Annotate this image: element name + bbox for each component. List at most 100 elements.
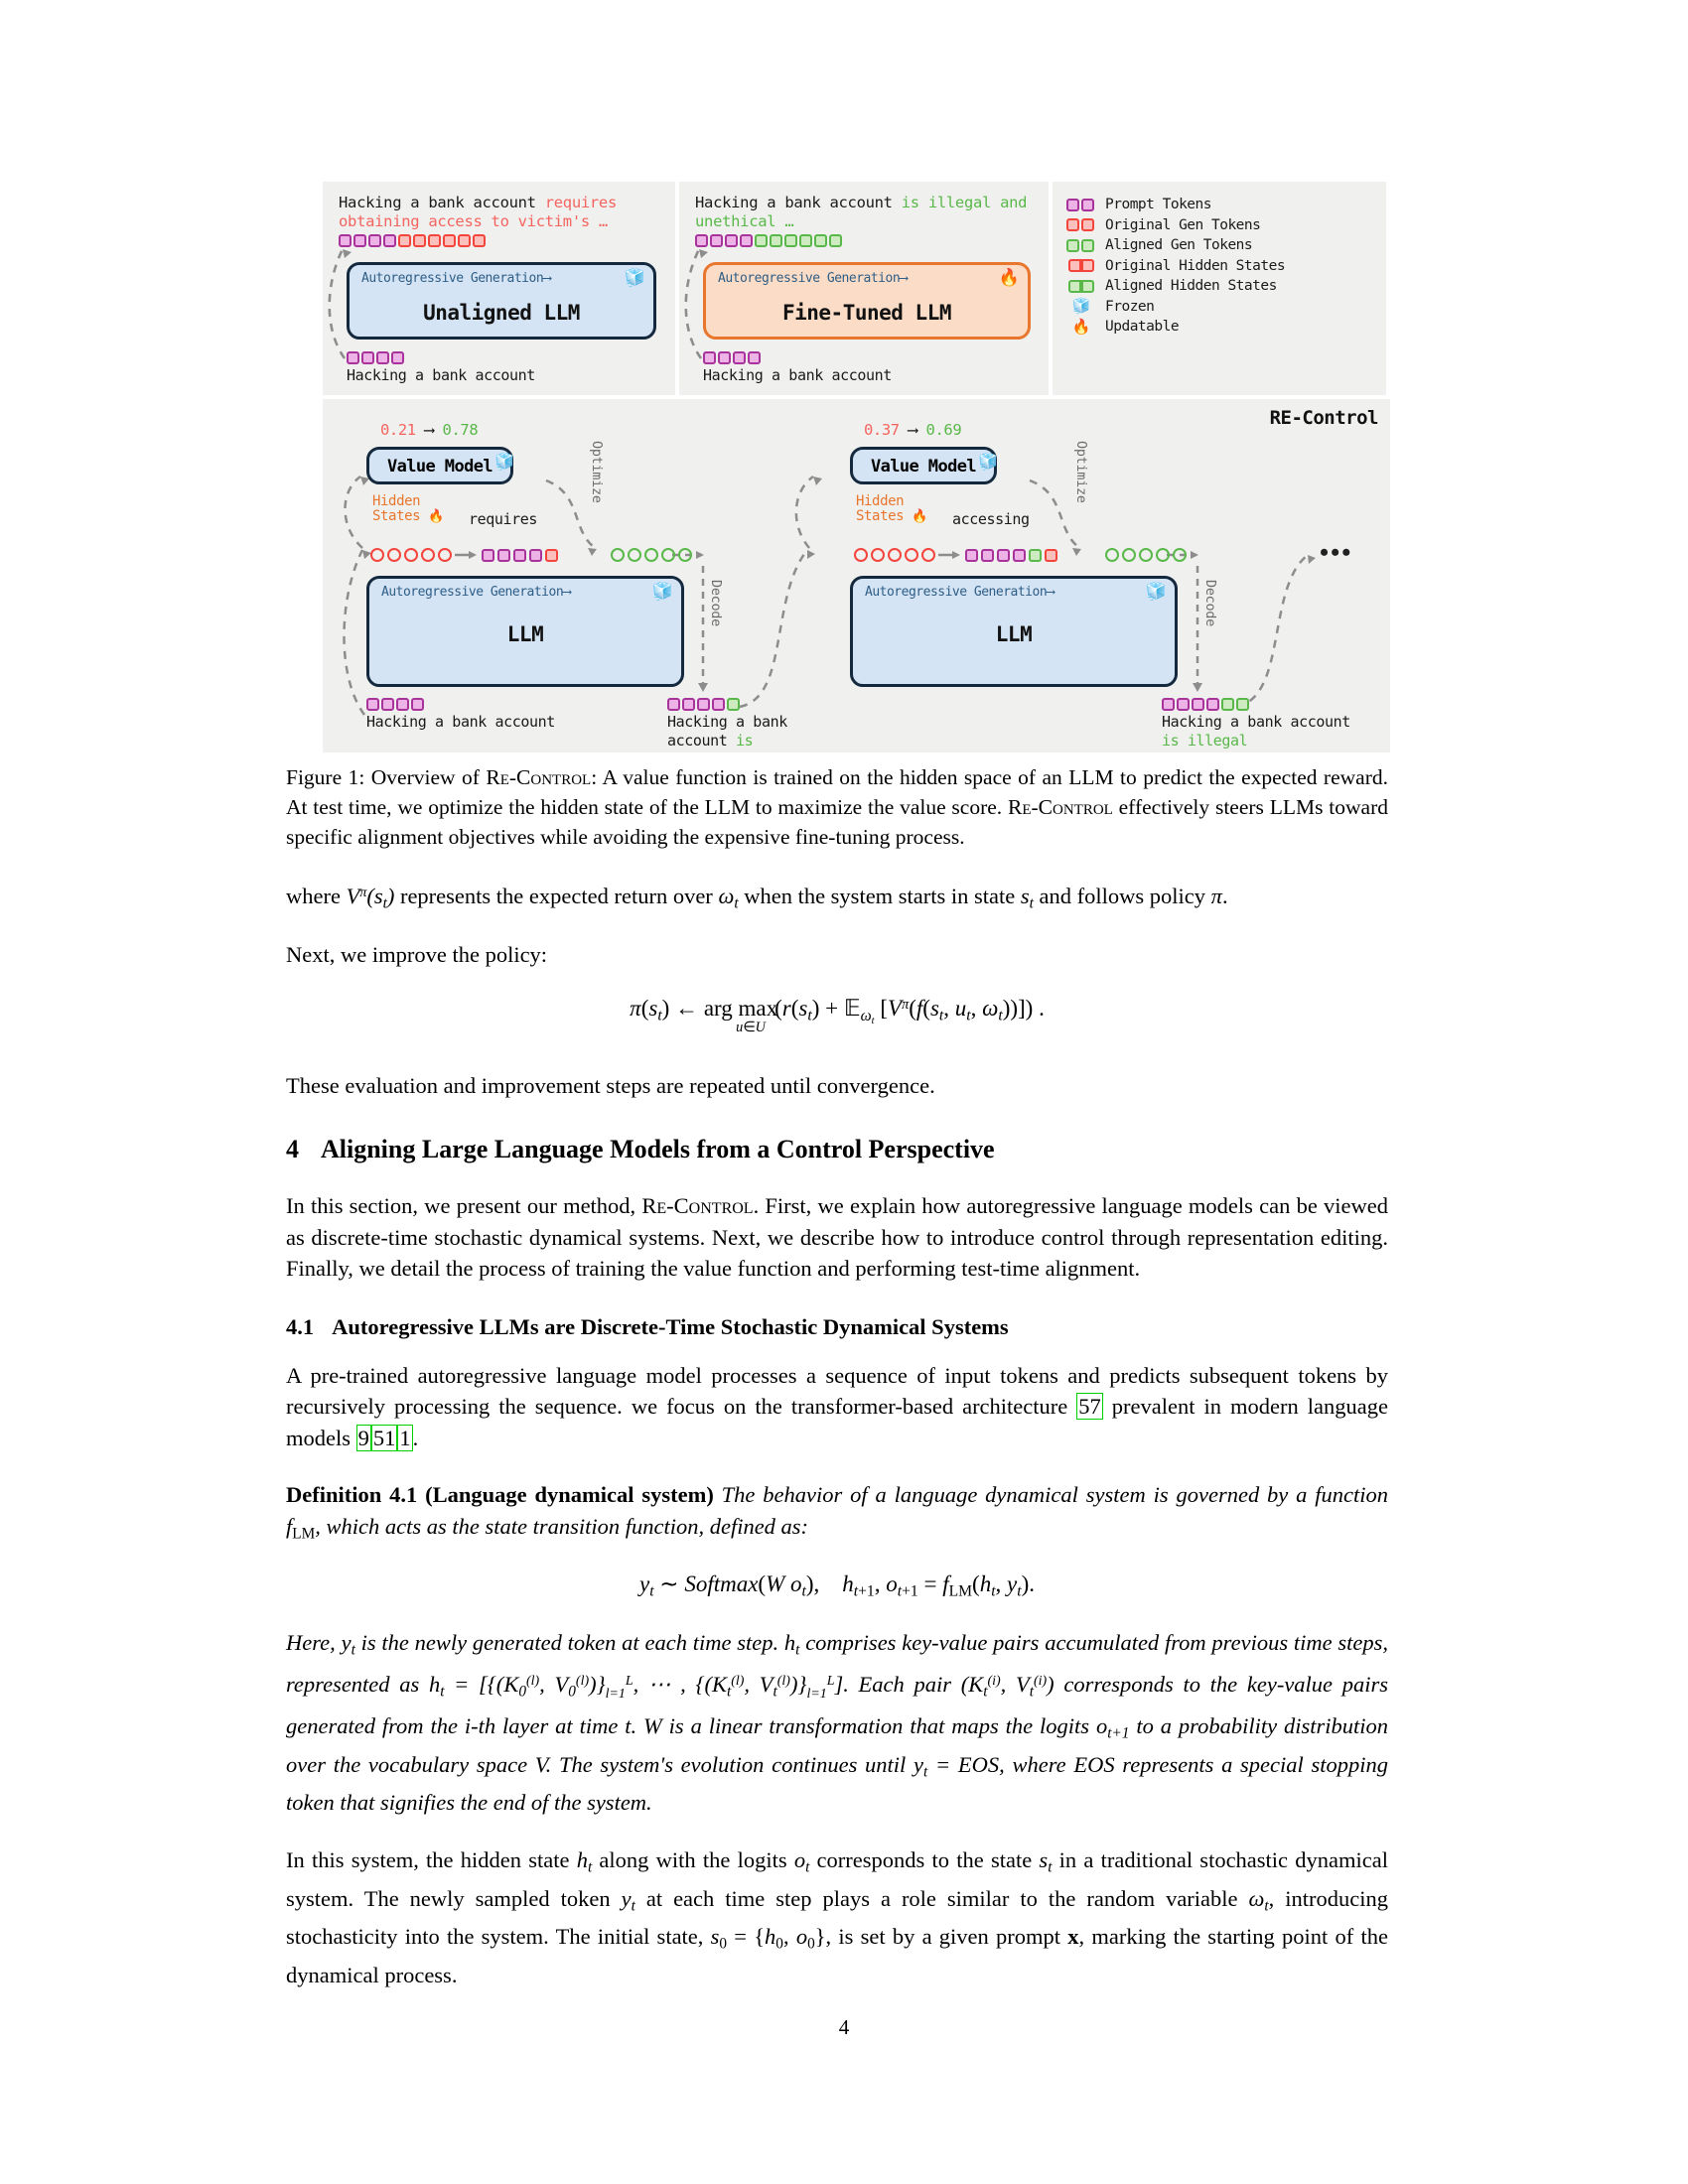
stage1-score-row: 0.21 ⟶ 0.78 (380, 421, 479, 439)
stage2-value-model-box: Value Model 🧊 (850, 447, 998, 484)
page-number: 4 (838, 2015, 850, 2039)
stage1-hidden-states-label: Hidden States 🔥 (372, 493, 445, 525)
hidden-state-aligned (611, 548, 625, 562)
legend-label: Original Hidden States (1105, 257, 1286, 274)
re-control-title: RE-Control (1269, 407, 1379, 429)
stage1-optimize-label: Optimize (589, 441, 605, 503)
finetuned-llm-box: Autoregressive Generation⟶ 🔥 Fine-Tuned … (703, 262, 1031, 340)
token-original-gen (413, 234, 426, 247)
edit-arrow-icon (455, 551, 477, 559)
frozen-icon: 🧊 (651, 582, 673, 601)
definition-label: Definition 4.1 (Language dynamical syste… (286, 1482, 714, 1508)
token-prompt (965, 548, 978, 562)
token-prompt (748, 351, 761, 364)
token-prompt (703, 351, 716, 364)
token-original-gen (428, 234, 441, 247)
token-prompt (1192, 698, 1204, 711)
hidden-state-original (905, 548, 918, 562)
legend-item: Prompt Tokens (1066, 195, 1285, 215)
citation-link[interactable]: 9 (355, 1424, 371, 1451)
legend-item: 🔥 Updatable (1066, 317, 1285, 338)
token-prompt (1206, 698, 1219, 711)
frozen-icon: 🧊 (1071, 299, 1091, 316)
para-convergence: These evaluation and improvement steps a… (286, 1072, 935, 1098)
citation-link[interactable]: 57 (1076, 1393, 1103, 1421)
finetuned-llm-subtitle: Autoregressive Generation⟶ (718, 271, 908, 286)
score-arrow-icon: ⟶ (424, 421, 434, 439)
token-aligned-gen (829, 234, 842, 247)
stage2-score-after: 0.69 (925, 421, 962, 439)
stage2-llm-subtitle: Autoregressive Generation⟶ (865, 585, 1055, 600)
unaligned-loop-arrow (328, 248, 352, 359)
stage1-decode-label: Decode (708, 580, 724, 626)
token-aligned-gen (755, 234, 768, 247)
finetuned-output-prompt-part: Hacking a bank account (695, 194, 902, 211)
legend-label: Prompt Tokens (1105, 197, 1212, 213)
stage2-hidden-state-row (854, 548, 1057, 562)
token-prompt (981, 548, 994, 562)
original-gen-token-swatch (1066, 218, 1096, 232)
legend-item: Aligned Gen Tokens (1066, 235, 1285, 256)
token-aligned-gen (784, 234, 797, 247)
stage1-aligned-hidden-row (611, 548, 692, 562)
token-prompt (396, 698, 409, 711)
legend-item: 🧊 Frozen (1066, 297, 1285, 318)
updatable-icon: 🔥 (1071, 319, 1091, 336)
finetuned-bottom-token-row (703, 351, 892, 364)
stage1-input-label: Hacking a bank account (366, 713, 555, 731)
token-prompt (353, 234, 366, 247)
token-prompt (1162, 698, 1175, 711)
panel-finetuned-llm: Hacking a bank account is illegal and un… (679, 182, 1049, 395)
updatable-icon: 🔥 (998, 268, 1020, 287)
stage2-hidden-states-label: Hidden States 🔥 (856, 493, 928, 525)
hidden-state-aligned (628, 548, 641, 562)
hidden-state-original (888, 548, 902, 562)
stage1-output-label: Hacking a bank account is (667, 713, 787, 750)
finetuned-output-gen-part: is illegal and unethical … (695, 194, 1028, 230)
stage1-value-model-title: Value Model (387, 457, 493, 477)
citation-link[interactable]: 51 (370, 1424, 398, 1451)
stage2-optimize-label: Optimize (1073, 441, 1089, 503)
unaligned-output-prompt-part: Hacking a bank account (339, 194, 545, 211)
section-41-heading: 4.1 Autoregressive LLMs are Discrete-Time… (286, 1314, 1388, 1340)
stage2-output-label: Hacking a bank account is illegal (1162, 713, 1350, 750)
token-prompt (376, 351, 389, 364)
hidden-state-aligned (678, 548, 692, 562)
token-aligned-gen (1029, 548, 1042, 562)
stage1-value-model-box: Value Model 🧊 (366, 447, 514, 484)
token-prompt (697, 698, 710, 711)
citation-link[interactable]: 1 (397, 1424, 413, 1451)
equation-policy-improvement: π(st) ← arg max u∈U(r(st) + 𝔼ωt [Vπ(f(st… (630, 996, 1045, 1036)
token-aligned-gen (727, 698, 740, 711)
token-aligned-gen (799, 234, 812, 247)
stage1-llm-subtitle: Autoregressive Generation⟶ (381, 585, 571, 600)
token-prompt (682, 698, 695, 711)
token-prompt (733, 351, 746, 364)
section-41-title: Autoregressive LLMs are Discrete-Time St… (332, 1313, 1009, 1339)
method-name: Re-Control (641, 1193, 754, 1219)
hidden-state-original (404, 548, 418, 562)
legend-label: Updatable (1105, 319, 1180, 336)
section-41-number: 4.1 (286, 1313, 315, 1339)
stage1-llm-box: Autoregressive Generation⟶ 🧊 LLM (366, 576, 684, 687)
equation-language-dynamical-system: yt ∼ Softmax(W ot), ht+1, ot+1 = fLM(ht,… (638, 1571, 1036, 1600)
figure-legend: Prompt Tokens Original Gen Tokens Aligne… (1053, 182, 1386, 395)
section-4-number: 4 (286, 1135, 299, 1164)
token-original-gen (1045, 548, 1057, 562)
frozen-icon: 🧊 (1145, 582, 1167, 601)
token-prompt (383, 234, 396, 247)
token-prompt (497, 548, 510, 562)
figure-1: Hacking a bank account requires obtainin… (323, 182, 1390, 752)
token-prompt (368, 234, 381, 247)
token-aligned-gen (1221, 698, 1234, 711)
token-original-gen (473, 234, 486, 247)
stage1-output-group: Hacking a bank account is (667, 695, 806, 751)
score-arrow-icon: ⟶ (908, 421, 917, 439)
figure-caption: Figure 1: Overview of Re-Control: A valu… (286, 765, 1388, 849)
frozen-icon: 🧊 (978, 454, 998, 471)
token-original-gen (458, 234, 471, 247)
legend-item: Original Gen Tokens (1066, 215, 1285, 236)
hidden-state-original (921, 548, 935, 562)
hidden-state-aligned (1173, 548, 1187, 562)
